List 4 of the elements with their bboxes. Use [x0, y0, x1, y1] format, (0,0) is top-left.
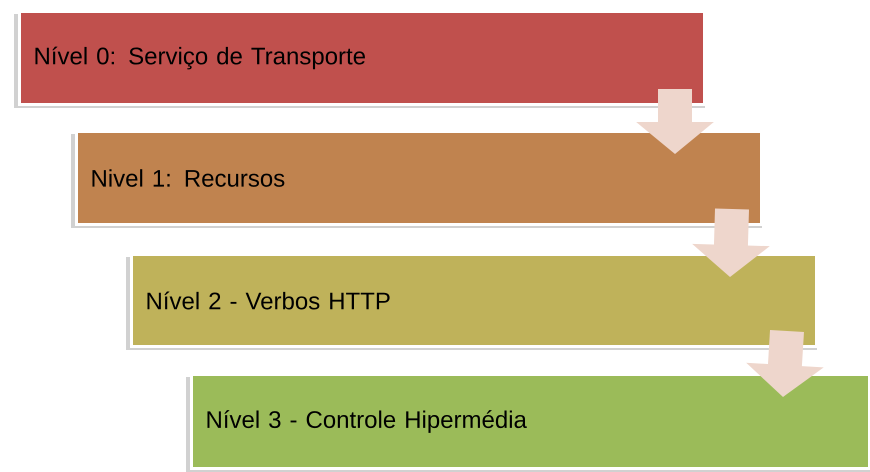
level-box: Nível 0: Serviço de Transporte	[14, 10, 706, 108]
level-box: Nível 2 - Verbos HTTP	[126, 253, 818, 350]
level-box: Nivel 1: Recursos	[71, 130, 763, 228]
level-box: Nível 3 - Controle Hipermédia	[186, 373, 870, 472]
